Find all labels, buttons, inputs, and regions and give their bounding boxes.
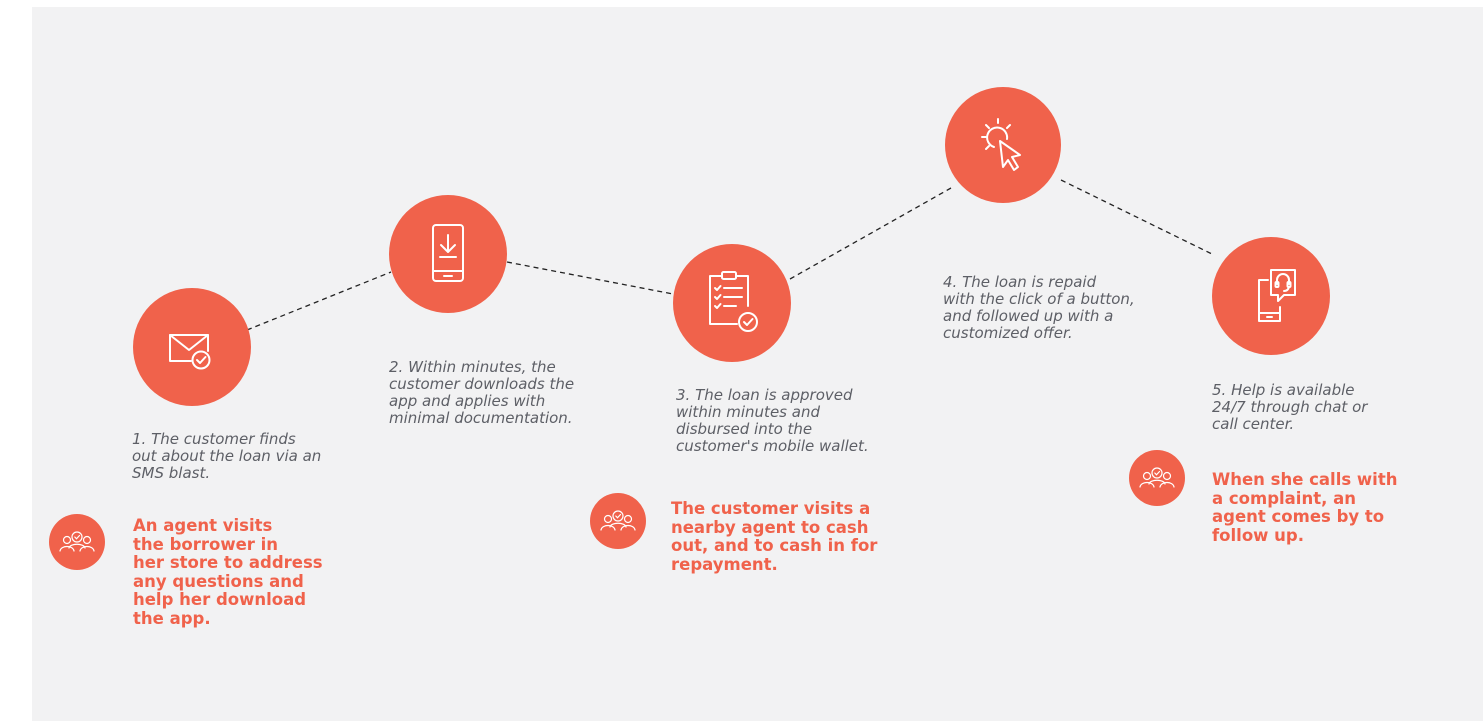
agent-group-icon xyxy=(600,510,636,531)
step-4-icon-circle xyxy=(945,87,1061,203)
step-1-caption: 1. The customer finds out about the loan… xyxy=(132,430,322,482)
agent-group-icon xyxy=(59,531,95,552)
clipboard-check-icon xyxy=(709,271,758,332)
connector-3-4 xyxy=(789,187,952,280)
step-2-icon-circle xyxy=(389,195,507,313)
step-2-caption: 2. Within minutes, the customer download… xyxy=(389,358,575,427)
connector-4-5 xyxy=(1060,179,1215,256)
step-5-caption: 5. Help is available 24/7 through chat o… xyxy=(1212,381,1368,433)
step-5-agent-note: When she calls with a complaint, an agen… xyxy=(1212,470,1398,545)
step-3-caption: 3. The loan is approved within minutes a… xyxy=(676,386,869,455)
step-1-agent-circle xyxy=(49,514,105,570)
cursor-click-icon xyxy=(981,118,1021,171)
phone-download-icon xyxy=(432,224,464,282)
step-3-icon-circle xyxy=(673,244,791,362)
phone-support-icon xyxy=(1258,269,1296,322)
step-3-agent-circle xyxy=(590,493,646,549)
envelope-check-icon xyxy=(169,334,211,370)
step-1-icon-circle xyxy=(133,288,251,406)
step-3-agent-note: The customer visits a nearby agent to ca… xyxy=(671,499,878,574)
diagram-panel xyxy=(32,7,1483,721)
step-5-icon-circle xyxy=(1212,237,1330,355)
step-5-agent-circle xyxy=(1129,450,1185,506)
agent-group-icon xyxy=(1139,467,1175,488)
step-4-caption: 4. The loan is repaid with the click of … xyxy=(943,273,1135,342)
connector-2-3 xyxy=(506,261,674,295)
connector-1-2 xyxy=(246,271,392,331)
step-1-agent-note: An agent visits the borrower in her stor… xyxy=(133,516,323,628)
